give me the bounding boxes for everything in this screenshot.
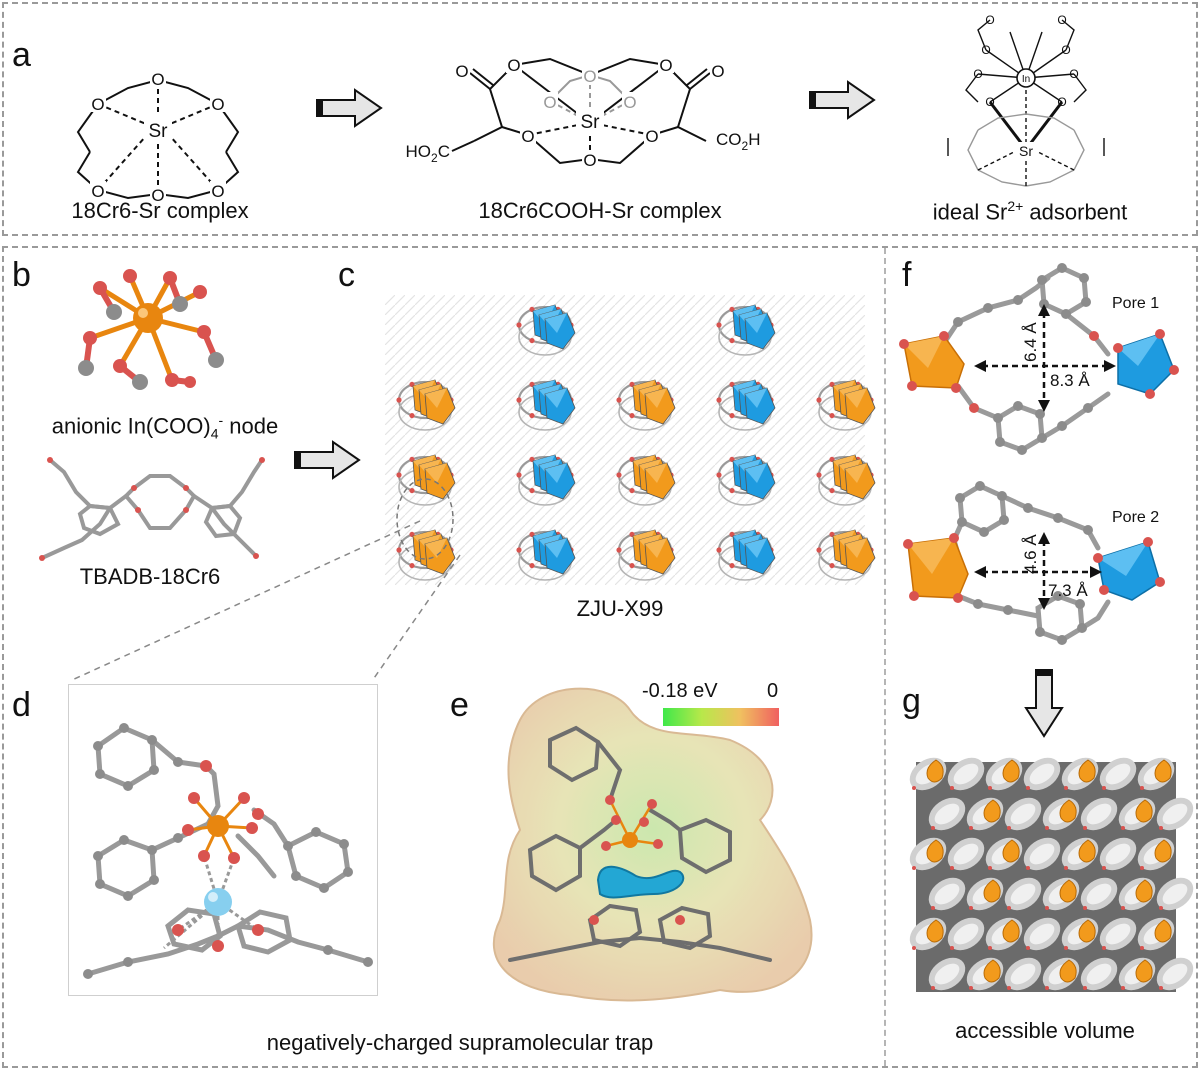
divider-vertical [884,248,886,1066]
svg-text:O: O [583,151,596,170]
svg-text:O: O [211,182,224,201]
svg-text:Pore 1: Pore 1 [1112,295,1159,312]
svg-text:O: O [211,95,224,114]
caption-accessible-volume: accessible volume [955,1018,1135,1043]
tbadb-18cr6-linker-model [39,457,265,561]
svg-text:CO2H: CO2H [716,130,760,153]
svg-text:O: O [659,56,672,75]
svg-text:O: O [91,95,104,114]
caption-linker: TBADB-18Cr6 [79,564,221,589]
supramolecular-trap-model [83,723,373,979]
electrostatic-potential-surface [492,687,813,1002]
svg-text:O: O [1057,95,1066,109]
panel-bcdefg-frame [2,246,1198,1068]
arrow-icon [809,80,876,120]
svg-text:Sr: Sr [1019,143,1033,159]
caption-in-node: anionic In(COO)4- node [51,412,279,442]
caption-supramolecular-trap: negatively-charged supramolecular trap [266,1030,654,1055]
in-coo4-node-model [78,269,224,390]
svg-text:O: O [623,93,636,112]
svg-text:O: O [521,127,534,146]
pore-1-model: 6.4 Å 8.3 Å Pore 1 [899,263,1179,455]
panel-d-box [68,684,378,996]
svg-text:Pore 2: Pore 2 [1112,509,1159,526]
svg-text:O: O [711,62,724,81]
svg-text:O: O [91,182,104,201]
svg-text:O: O [455,62,468,81]
panel-g-label: g [902,682,921,720]
arrow-icon [316,88,383,128]
arrow-icon [294,440,361,480]
scale-max-label: 0 [767,680,779,702]
zju-x99-framework-model [385,295,876,585]
panel-a-label: a [12,36,31,74]
caption-18cr6-sr: 18Cr6-Sr complex [71,198,249,223]
svg-text:O: O [151,186,164,205]
svg-text:O: O [1057,13,1066,27]
zoom-guide-lines [69,520,461,682]
svg-text:Sr: Sr [581,112,601,133]
potential-color-scale [663,708,779,726]
svg-text:O: O [543,93,556,112]
svg-text:O: O [981,43,990,57]
svg-text:O: O [645,127,658,146]
svg-text:O: O [1069,67,1078,81]
svg-text:Sr: Sr [149,121,169,142]
svg-text:O: O [973,67,982,81]
svg-text:HO2C: HO2C [406,142,450,165]
crown-ether-cooh-sr-structure: O O O O O O O O O O Sr HO2C CO2H [406,55,760,170]
accessible-volume-map [909,757,1194,992]
panel-b-label: b [12,256,31,294]
svg-text:O: O [583,67,596,86]
pore-2-model: 4.6 Å 7.3 Å Pore 2 [903,481,1165,645]
crown-ether-sr-structure: O O O O O O Sr [76,70,240,205]
svg-text:8.3 Å: 8.3 Å [1050,371,1090,390]
svg-text:4.6 Å: 4.6 Å [1021,534,1040,574]
caption-18cr6cooh-sr: 18Cr6COOH-Sr complex [478,198,722,223]
svg-text:O: O [507,56,520,75]
caption-ideal-adsorbent: ideal Sr2+ adsorbent [932,198,1128,225]
svg-text:O: O [151,70,164,89]
svg-text:In: In [1022,74,1030,85]
panel-f-label: f [902,256,912,294]
svg-text:7.3 Å: 7.3 Å [1048,581,1088,600]
svg-text:O: O [985,13,994,27]
caption-zju-x99: ZJU-X99 [576,596,664,621]
panel-e-label: e [450,686,469,724]
panel-a-frame [2,2,1198,236]
panel-d-label: d [12,686,31,724]
arrow-down-icon [1024,669,1064,738]
scale-min-label: -0.18 eV [642,680,718,702]
svg-text:O: O [985,95,994,109]
panel-c-label: c [338,256,355,294]
svg-text:6.4 Å: 6.4 Å [1021,322,1040,362]
svg-text:O: O [1061,43,1070,57]
